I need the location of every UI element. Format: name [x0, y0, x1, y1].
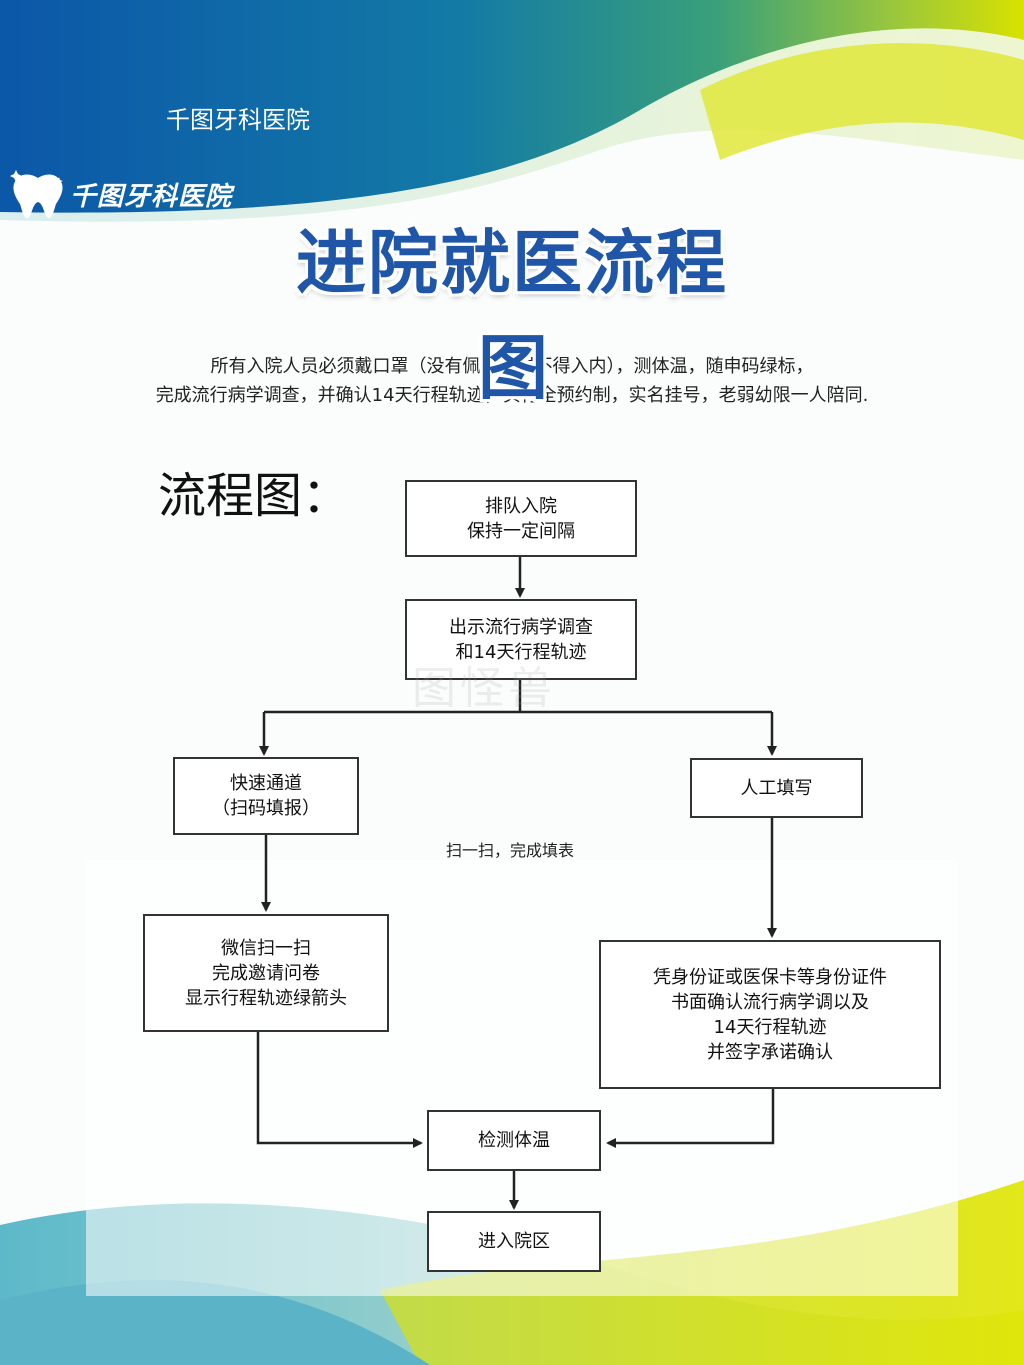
step-manual-line-1: 人工填写	[740, 777, 813, 799]
notice-text: 所有入院人员必须戴口罩（没有佩戴口罩不得入内），测体温，随申码绿标， 完成流行病…	[80, 352, 944, 410]
step-id-card-line-3: 14天行程轨迹	[713, 1016, 827, 1038]
step-temperature-box: 检测体温	[427, 1110, 601, 1171]
step-enter-line-1: 进入院区	[478, 1231, 550, 1252]
step-fast-lane-line-1: 快速通道	[230, 773, 302, 794]
step-wechat-line-3: 显示行程轨迹绿箭头	[185, 987, 347, 1009]
step-show-survey-box: 出示流行病学调查 和14天行程轨迹	[405, 599, 637, 680]
hospital-logo: 千图牙科医院	[4, 158, 274, 222]
logo-text: 千图牙科医院	[70, 182, 233, 212]
page-title: 进院就医流程	[296, 222, 728, 304]
step-enter-box: 进入院区	[427, 1211, 601, 1272]
step-temperature-line-1: 检测体温	[478, 1130, 550, 1151]
step-wechat-line-1: 微信扫一扫	[221, 937, 311, 959]
watermark: 图怪兽	[412, 663, 556, 714]
step-id-card-box: 凭身份证或医保卡等身份证件 书面确认流行病学调以及 14天行程轨迹 并签字承诺确…	[599, 940, 941, 1089]
arrow-id-card-to-temperature	[606, 1089, 775, 1148]
page-title-overflow: 图	[478, 327, 548, 409]
step-fast-lane-line-2: （扫码填报）	[212, 798, 320, 819]
tooth-icon	[10, 170, 63, 219]
step-wechat-line-2: 完成邀请问卷	[212, 962, 320, 984]
step-queue-line-2: 保持一定间隔	[467, 520, 575, 542]
step-manual-box: 人工填写	[690, 758, 863, 818]
notice-line-1: 所有入院人员必须戴口罩（没有佩戴口罩不得入内），测体温，随申码绿标，	[210, 356, 814, 377]
notice-line-2: 完成流行病学调查，并确认14天行程轨迹，实行全预约制，实名挂号，老弱幼限一人陪同…	[155, 385, 869, 406]
step-id-card-line-2: 书面确认流行病学调以及	[671, 991, 869, 1013]
scan-note: 扫一扫，完成填表	[446, 841, 575, 860]
step-id-card-line-1: 凭身份证或医保卡等身份证件	[653, 966, 887, 988]
arrow-wechat-to-temperature	[256, 1032, 423, 1148]
step-wechat-box: 微信扫一扫 完成邀请问卷 显示行程轨迹绿箭头	[143, 914, 389, 1032]
hospital-name: 千图牙科医院	[166, 106, 310, 134]
step-queue-line-1: 排队入院	[485, 495, 557, 517]
flowchart-label: 流程图：	[158, 468, 351, 524]
step-show-survey-line-1: 出示流行病学调查	[449, 616, 593, 638]
step-queue-box: 排队入院 保持一定间隔	[405, 480, 637, 557]
step-fast-lane-box: 快速通道 （扫码填报）	[173, 757, 359, 835]
step-show-survey-line-2: 和14天行程轨迹	[455, 641, 587, 663]
step-id-card-line-4: 并签字承诺确认	[707, 1041, 833, 1063]
